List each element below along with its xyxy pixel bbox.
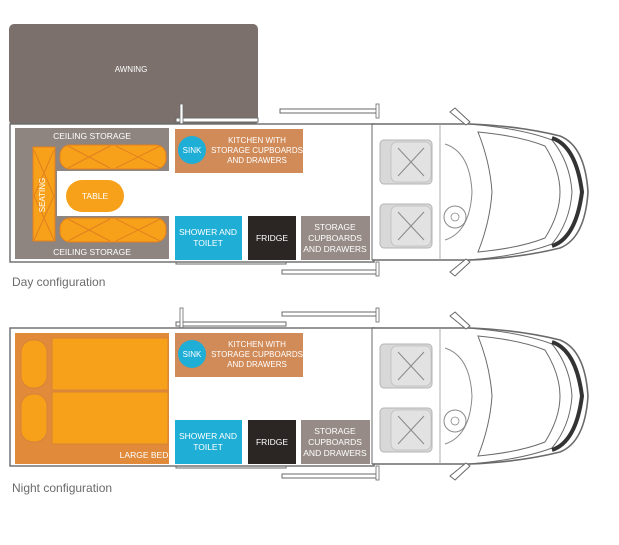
sink-label-night: SINK bbox=[183, 350, 202, 359]
kitchen-label-line3: AND DRAWERS bbox=[227, 156, 287, 165]
kitchen-label-line1: KITCHEN WITH bbox=[228, 136, 286, 145]
large-bed-label: LARGE BED bbox=[120, 450, 169, 460]
shower-and-toilet bbox=[175, 216, 242, 260]
sliding-door-track-top-night bbox=[175, 307, 380, 329]
van-cab-night bbox=[370, 310, 590, 482]
ceiling-storage-top bbox=[15, 128, 169, 143]
shower-label-night-line1: SHOWER AND bbox=[179, 431, 237, 441]
awning-label: AWNING bbox=[115, 65, 148, 74]
storage-cupboards bbox=[301, 216, 370, 260]
seating-cushion-rear bbox=[32, 146, 56, 242]
bed-pillow-bottom bbox=[20, 393, 48, 443]
night-configuration: LARGE BED SINK KITCHEN WITH STORAGE CUPB… bbox=[9, 307, 590, 495]
van-cab-day bbox=[370, 106, 590, 278]
kitchen-label-line2: STORAGE CUPBOARDS bbox=[211, 146, 303, 155]
kitchen-label-night-line3: AND DRAWERS bbox=[227, 360, 287, 369]
storage-cupboards-night bbox=[301, 420, 370, 464]
front-seat-passenger bbox=[379, 139, 433, 185]
night-caption: Night configuration bbox=[12, 481, 112, 495]
sink-label: SINK bbox=[183, 146, 202, 155]
front-seat-driver bbox=[379, 203, 433, 249]
storage-label-night-line2: CUPBOARDS bbox=[308, 437, 362, 447]
awning bbox=[9, 24, 258, 125]
ceiling-storage-bottom-label: CEILING STORAGE bbox=[53, 247, 131, 257]
table bbox=[66, 180, 124, 212]
shower-and-toilet-night bbox=[175, 420, 242, 464]
seating-cushion-top bbox=[59, 144, 167, 170]
shower-label-night-line2: TOILET bbox=[193, 442, 223, 452]
storage-label-line3: AND DRAWERS bbox=[303, 244, 367, 254]
bed-pillow-top bbox=[20, 339, 48, 389]
seating-cushion-bottom bbox=[59, 217, 167, 243]
fridge-label: FRIDGE bbox=[256, 233, 288, 243]
front-seat-driver-night bbox=[379, 407, 433, 453]
storage-label-line2: CUPBOARDS bbox=[308, 233, 362, 243]
bed-mattress-bottom bbox=[51, 391, 169, 445]
bed-mattress-top bbox=[51, 337, 169, 391]
seating-label: SEATING bbox=[38, 178, 47, 213]
table-label: TABLE bbox=[82, 191, 109, 201]
fridge-night bbox=[248, 420, 296, 464]
day-configuration: AWNING bbox=[9, 24, 590, 289]
front-seat-passenger-night bbox=[379, 343, 433, 389]
day-caption: Day configuration bbox=[12, 275, 105, 289]
kitchen-label-night-line1: KITCHEN WITH bbox=[228, 340, 286, 349]
sink bbox=[178, 136, 206, 164]
sink-night bbox=[178, 340, 206, 368]
storage-label-line1: STORAGE bbox=[314, 222, 356, 232]
shower-label-line2: TOILET bbox=[193, 238, 223, 248]
fridge-label-night: FRIDGE bbox=[256, 437, 288, 447]
shower-label-line1: SHOWER AND bbox=[179, 227, 237, 237]
sliding-door-track-top bbox=[175, 103, 380, 125]
storage-label-night-line3: AND DRAWERS bbox=[303, 448, 367, 458]
fridge bbox=[248, 216, 296, 260]
kitchen-label-night-line2: STORAGE CUPBOARDS bbox=[211, 350, 303, 359]
storage-label-night-line1: STORAGE bbox=[314, 426, 356, 436]
ceiling-storage-bottom bbox=[15, 244, 169, 259]
ceiling-storage-top-label: CEILING STORAGE bbox=[53, 131, 131, 141]
